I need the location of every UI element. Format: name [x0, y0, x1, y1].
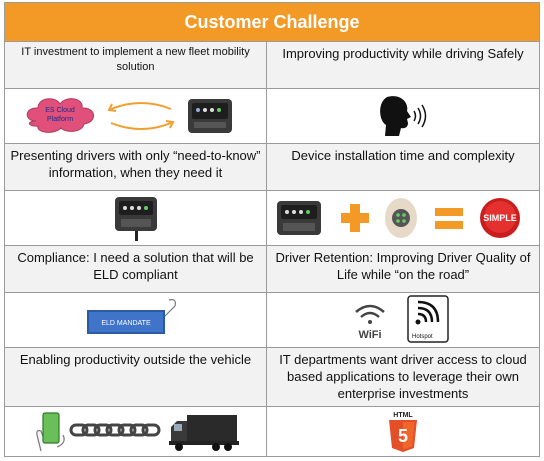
challenge-text: IT investment to implement a new fleet m…	[5, 41, 267, 88]
eld-illustration: ELD MANDATE	[5, 292, 267, 347]
connectivity-illustration: WiFi Hotspot	[267, 292, 539, 347]
table-row: SIMPLE	[5, 190, 539, 245]
cloud-sync-illustration: ES Cloud Platform	[5, 88, 267, 143]
svg-text:Platform: Platform	[46, 116, 72, 123]
challenge-text: Compliance: I need a solution that will …	[5, 245, 267, 292]
plus-icon	[341, 204, 369, 232]
voice-illustration	[267, 88, 539, 143]
challenge-text: Enabling productivity outside the vehicl…	[5, 347, 267, 406]
html-label: HTML	[393, 412, 413, 419]
challenge-text: Improving productivity while driving Saf…	[267, 41, 539, 88]
phone-chain-truck	[35, 411, 239, 451]
telematics-device-icon	[277, 201, 321, 235]
hotspot-label: Hotspot	[412, 334, 433, 340]
sync-arrows-icon	[106, 102, 175, 130]
mobile-to-truck-illustration	[5, 406, 267, 456]
table-row: HTML 5	[5, 406, 539, 456]
table-header: Customer Challenge	[5, 3, 539, 41]
telematics-device-icon	[114, 197, 157, 241]
table-row: ES Cloud Platform	[5, 88, 539, 143]
challenge-text: Presenting drivers with only “need-to-kn…	[5, 143, 267, 190]
chain-icon	[69, 423, 160, 436]
challenge-text: Driver Retention: Improving Driver Quali…	[267, 245, 539, 292]
eld-label: ELD MANDATE	[101, 320, 151, 327]
html5-icon: HTML 5	[389, 412, 417, 452]
device-illustration	[5, 190, 267, 245]
eld-mandate-sign: ELD MANDATE	[86, 299, 176, 334]
table-row: Presenting drivers with only “need-to-kn…	[5, 143, 539, 190]
table-row: Enabling productivity outside the vehicl…	[5, 347, 539, 406]
simple-label: SIMPLE	[483, 213, 517, 223]
cloud-label: ES Cloud	[45, 107, 75, 114]
cloud-device-diagram: ES Cloud Platform	[26, 98, 232, 133]
telematics-device-icon	[187, 99, 232, 133]
html5-illustration: HTML 5	[267, 406, 539, 456]
table-row: ELD MANDATE WiFi Hotspot	[5, 292, 539, 347]
simple-button-icon: SIMPLE	[480, 198, 520, 238]
hand-phone-icon	[35, 411, 65, 451]
wifi-label: WiFi	[358, 329, 381, 341]
challenge-table: Customer Challenge IT investment to impl…	[4, 2, 540, 457]
wifi-icon: WiFi	[355, 304, 385, 341]
cloud-icon: ES Cloud Platform	[26, 98, 94, 133]
table-row: IT investment to implement a new fleet m…	[5, 41, 539, 88]
speaking-head-icon	[380, 96, 427, 136]
equals-icon	[435, 208, 463, 229]
wifi-hotspot-icons: WiFi Hotspot	[355, 295, 449, 343]
challenge-text: IT departments want driver access to clo…	[267, 347, 539, 406]
truck-icon	[168, 414, 239, 451]
html5-digit: 5	[398, 426, 408, 446]
challenge-text: Device installation time and complexity	[267, 143, 539, 190]
connector-cable-icon	[385, 198, 417, 238]
hotspot-icon: Hotspot	[407, 295, 449, 343]
table-row: Compliance: I need a solution that will …	[5, 245, 539, 292]
device-plus-cable-equals-simple: SIMPLE	[277, 198, 520, 238]
simple-install-illustration: SIMPLE	[267, 190, 539, 245]
